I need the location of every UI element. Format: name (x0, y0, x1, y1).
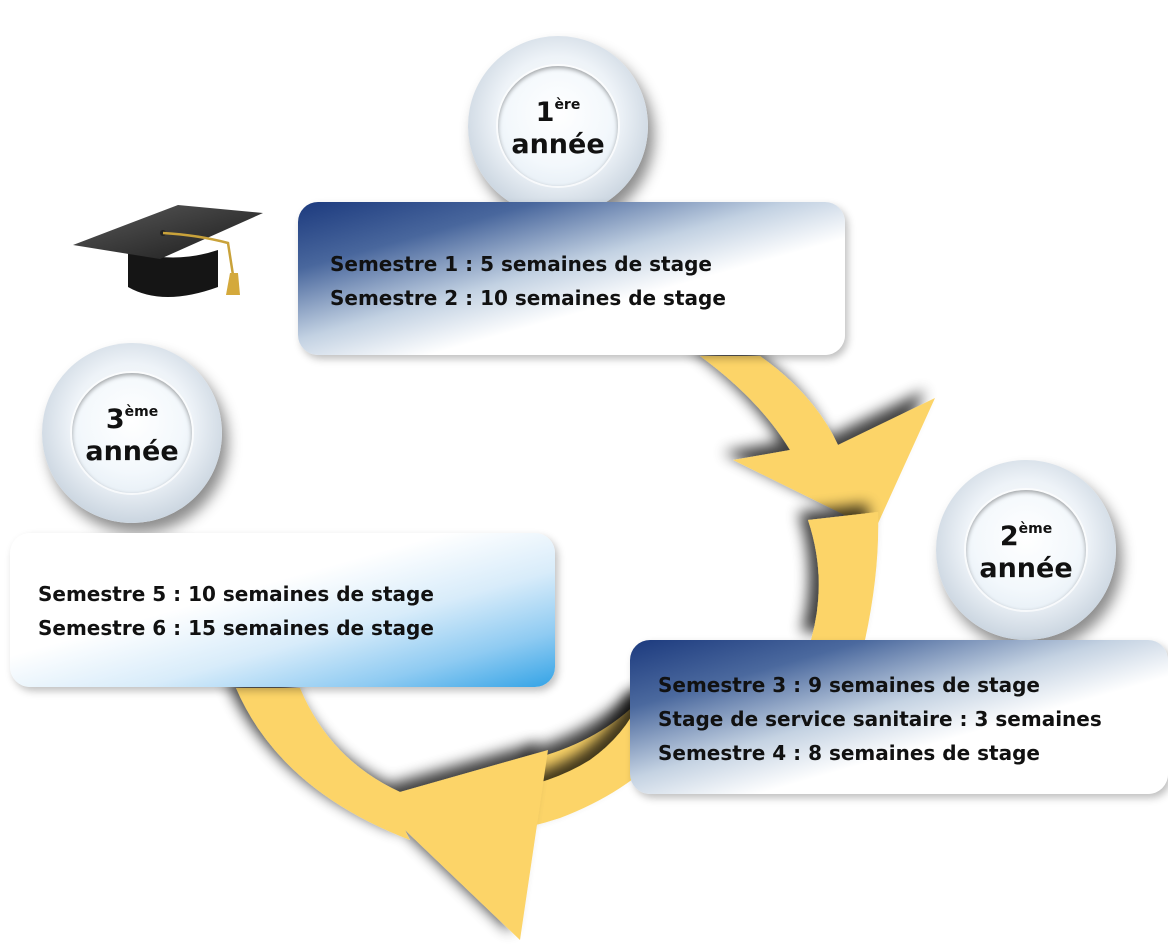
card-line: Semestre 4 : 8 semaines de stage (658, 741, 1040, 765)
year-1-internships-card: Semestre 1 : 5 semaines de stage Semestr… (298, 202, 845, 355)
card-line: Stage de service sanitaire : 3 semaines (658, 707, 1102, 731)
card-line: Semestre 5 : 10 semaines de stage (38, 582, 434, 606)
year-3-number: 3ème (105, 404, 159, 435)
year-2-number: 2ème (999, 521, 1053, 552)
card-line: Semestre 2 : 10 semaines de stage (330, 286, 726, 310)
year-1-number: 1ère (535, 97, 581, 128)
arrow-year3-to-year1 (236, 688, 548, 940)
card-line: Semestre 6 : 15 semaines de stage (38, 616, 434, 640)
card-line: Semestre 1 : 5 semaines de stage (330, 252, 712, 276)
graduation-cap-icon (73, 205, 263, 297)
arrow-year1-to-year2 (700, 356, 935, 530)
year-1-suffix: ère (554, 97, 581, 113)
year-3-suffix: ème (124, 404, 159, 420)
year-2-suffix: ème (1018, 521, 1053, 537)
year-3-internships-card: Semestre 5 : 10 semaines de stage Semest… (10, 533, 555, 687)
card-line: Semestre 3 : 9 semaines de stage (658, 673, 1040, 697)
year-2-internships-card: Semestre 3 : 9 semaines de stage Stage d… (630, 640, 1168, 794)
year-3-label: année (85, 436, 179, 467)
year-2-label: année (979, 553, 1073, 584)
year-2-badge: 2ème année (936, 460, 1116, 640)
year-3-badge: 3ème année (42, 343, 222, 523)
arrow-year2-to-year3 (492, 512, 879, 883)
year-1-badge: 1ère année (468, 36, 648, 216)
year-1-label: année (511, 129, 605, 160)
